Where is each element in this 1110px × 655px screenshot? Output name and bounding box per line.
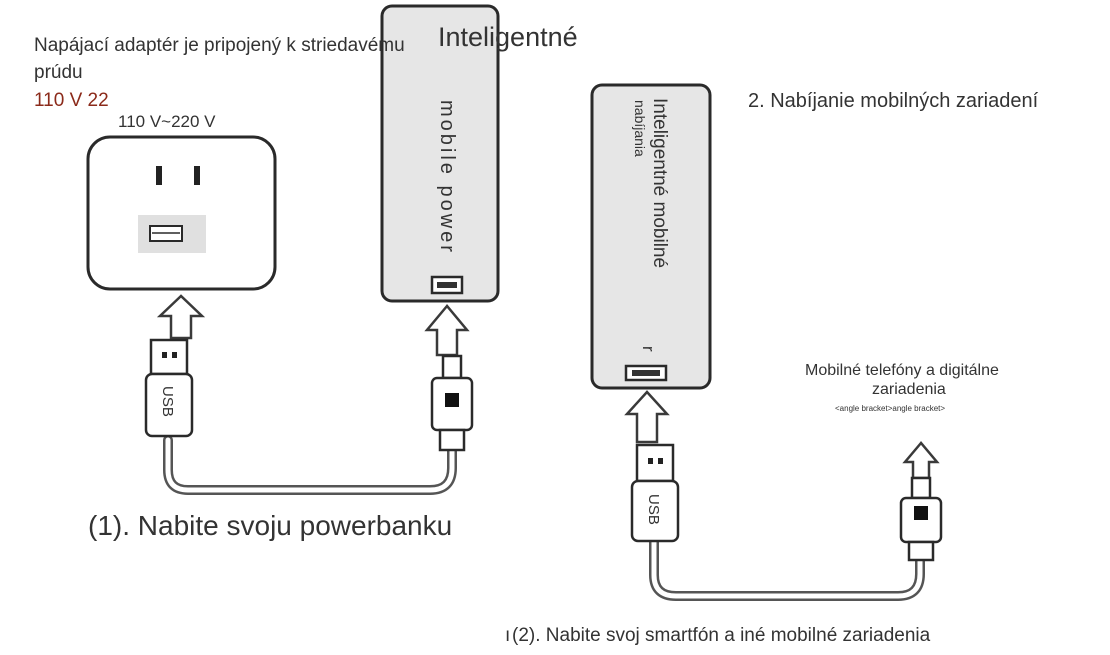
power-bank-left-label: mobile power (436, 100, 458, 255)
step-2-heading: 2. Nabíjanie mobilných zariadení (748, 90, 1039, 112)
step-2-caption: (2). Nabite svoj smartfón a iné mobilné … (512, 625, 931, 646)
arrow-up-icon (902, 441, 940, 480)
power-bank-title: Inteligentné (438, 22, 578, 52)
devices-label: Mobilné telefóny a digitálne (805, 362, 999, 379)
wall-adapter (86, 135, 277, 291)
arrow-up-icon (424, 304, 470, 357)
voltage-label: 110 V 22 (34, 90, 109, 111)
power-bank-right (590, 83, 712, 390)
arrow-up-icon (156, 294, 206, 340)
usb-label-left: USB (159, 386, 176, 417)
power-bank-right-label: Inteligentné mobilné (649, 98, 670, 269)
arrow-up-icon (624, 390, 670, 444)
step-2-caption-prefix: ı (505, 625, 511, 646)
power-bank-right-sublabel: nabíjania (632, 100, 648, 157)
step-1-caption: (1). Nabite svoju powerbanku (88, 510, 453, 541)
power-bank-left (380, 4, 500, 303)
devices-label-cont: zariadenia (872, 381, 946, 398)
devices-small-note: <angle bracket>angle bracket> (835, 404, 946, 413)
adapter-description-cont: prúdu (34, 62, 83, 83)
usb-cable-left (144, 338, 474, 495)
voltage-plate: 110 V~220 V (118, 112, 216, 131)
power-bank-right-tail: r (639, 346, 658, 352)
usb-label-right: USB (645, 494, 662, 525)
adapter-description: Napájací adaptér je pripojený k striedav… (34, 35, 405, 56)
usb-cable-right (630, 443, 943, 601)
